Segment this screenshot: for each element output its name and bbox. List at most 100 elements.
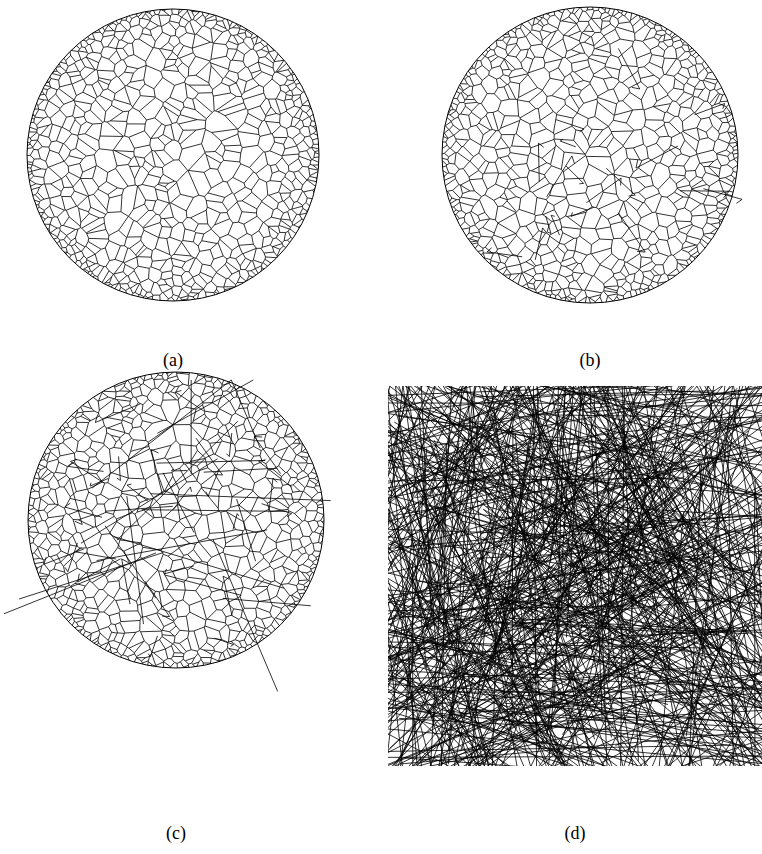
tangle-line [390, 542, 735, 712]
tangle-line [388, 386, 762, 500]
voronoi-cells [23, 367, 329, 673]
tangle-line [449, 493, 762, 672]
tangle-line [532, 386, 537, 766]
tangle-line [619, 386, 678, 612]
stray-edge [19, 552, 163, 599]
tangle-line [409, 638, 650, 766]
tangle-line [512, 386, 762, 562]
tangle-line [512, 600, 762, 766]
tangle-line [388, 386, 476, 506]
tangle-line [561, 611, 762, 766]
stray-edge [172, 469, 187, 471]
stray-edge [233, 514, 239, 530]
sphere-mesh [4, 367, 331, 691]
tangle-line [606, 506, 762, 522]
tangle-line [394, 422, 667, 576]
tangle-line [420, 501, 669, 766]
stray-edge [163, 473, 194, 533]
stray-edge [204, 468, 278, 472]
tangle-line [416, 438, 732, 762]
stray-edge [213, 540, 278, 692]
tangle-line [721, 437, 762, 614]
tangle-line [388, 649, 762, 766]
tangle-line [425, 386, 749, 766]
tangle-line [580, 400, 762, 655]
tangle-line [525, 386, 594, 607]
tangle-line [388, 462, 550, 766]
stray-edge [164, 566, 193, 574]
tangle-line [584, 416, 734, 766]
stray-edge [4, 553, 156, 614]
stray-edge [81, 459, 217, 543]
tangle-line [508, 644, 570, 766]
stray-edge [142, 510, 288, 512]
stray-edge [65, 503, 102, 517]
stray-edge [105, 526, 156, 598]
sphere-mesh [437, 2, 743, 308]
stray-edge [176, 390, 205, 411]
tangle-line [388, 425, 655, 766]
tangle-line [435, 519, 566, 762]
stray-edge [618, 48, 639, 89]
tangle-line [434, 685, 737, 766]
stray-edge [556, 120, 584, 132]
tangle-line [397, 386, 542, 565]
stray-edge [703, 189, 742, 204]
tangle-line [388, 590, 526, 685]
tangle-line [388, 505, 571, 766]
tangle-line [499, 612, 684, 706]
stray-edge [586, 178, 621, 203]
tangle-line [403, 758, 610, 766]
tangle-line [388, 448, 644, 748]
tangle-line [449, 386, 477, 750]
tangle-line [388, 386, 528, 578]
tangle-line [506, 386, 754, 729]
tangle-line [388, 386, 677, 545]
tangle-line [673, 386, 762, 592]
tangle-line [542, 583, 644, 766]
tangle-line [463, 512, 637, 535]
stray-edge [157, 380, 253, 433]
stray-edge [148, 636, 157, 657]
stray-edge [538, 143, 543, 182]
tangle-line [388, 435, 691, 766]
tangle-line [660, 524, 762, 766]
tangle-line [535, 386, 762, 638]
tangle-line [395, 611, 762, 744]
stray-edge [191, 380, 192, 474]
stray-edge [571, 207, 594, 216]
stray-edge [680, 191, 729, 198]
tangle-line [388, 386, 447, 565]
voronoi-cells [22, 4, 324, 306]
tangle-line [483, 537, 759, 729]
tangle-line [389, 646, 414, 766]
tangle-line [388, 386, 495, 765]
stray-edge [262, 504, 292, 517]
stray-edge [566, 166, 584, 184]
sphere-mesh [22, 4, 324, 306]
stray-edge [237, 499, 256, 561]
stray-edge [70, 479, 83, 524]
panel-label: (b) [578, 350, 603, 371]
tangle-line [487, 386, 569, 682]
stray-edge [487, 248, 522, 257]
tangle-line [404, 727, 614, 766]
stray-edge [151, 494, 331, 501]
stray-edge [206, 470, 219, 496]
stray-edge [127, 484, 148, 501]
stray-edge [145, 581, 170, 616]
stray-edge [223, 598, 311, 605]
tangle-line [542, 547, 678, 766]
tangle-line [388, 478, 566, 748]
tangle-line [438, 386, 762, 646]
stray-edge [76, 547, 116, 559]
tangle-line [537, 600, 762, 722]
stray-edge [78, 559, 121, 582]
tangle-line [391, 386, 427, 668]
stray-edge [546, 216, 551, 233]
sphere-outline [28, 372, 324, 668]
tangle-line [388, 628, 682, 722]
stray-edge [214, 638, 233, 646]
line-tangle [388, 386, 762, 766]
